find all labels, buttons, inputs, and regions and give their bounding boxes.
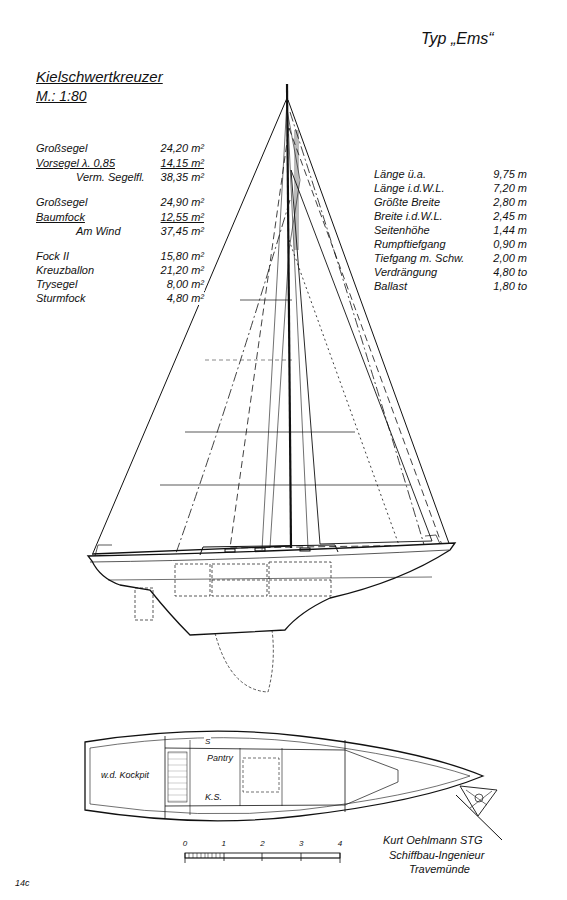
room-label: Pantry — [206, 753, 234, 763]
dimension-value: 2,45 m — [492, 210, 528, 223]
sail-name: Am Wind — [75, 225, 122, 238]
sail-area: 4,80 m² — [166, 292, 205, 305]
dimension-name: Länge i.d.W.L. — [373, 182, 446, 195]
type-name: Typ „Ems“ — [420, 30, 495, 48]
sail-name: Trysegel — [35, 278, 78, 291]
sail-name: Verm. Segelfl. — [75, 171, 146, 184]
dimension-value: 7,20 m — [492, 182, 528, 195]
dimension-name: Tiefgang m. Schw. — [373, 252, 465, 265]
dimension-value: 4,80 to — [492, 266, 528, 279]
scale-number: 1 — [221, 839, 227, 848]
sail-name: Vorsegel λ. 0,85 — [35, 157, 116, 170]
dimension-name: Länge ü.a. — [373, 168, 427, 181]
sail-area: 14,15 m² — [160, 157, 205, 170]
scale-number: 4 — [337, 839, 343, 848]
scale-number: 0 — [182, 839, 188, 848]
dimension-name: Rumpftiefgang — [373, 238, 447, 251]
room-label: K.S. — [204, 792, 223, 802]
drawing-title: Kielschwertkreuzer — [35, 68, 164, 85]
sail-name: Kreuzballon — [35, 264, 95, 277]
dimension-value: 2,80 m — [492, 196, 528, 209]
sail-name: Fock II — [35, 250, 70, 263]
sail-name: Baumfock — [35, 211, 86, 224]
room-label: S — [204, 737, 211, 746]
sail-area: 15,80 m² — [160, 250, 205, 263]
sheet-number: 14c — [14, 878, 31, 888]
dimension-value: 1,44 m — [492, 224, 528, 237]
sail-name: Großsegel — [35, 142, 88, 155]
scale-note: M.: 1:80 — [35, 88, 88, 104]
sail-area: 12,55 m² — [160, 211, 205, 224]
scale-number: 2 — [259, 839, 265, 848]
sail-name: Sturmfock — [35, 292, 87, 305]
dimension-name: Breite i.d.W.L. — [373, 210, 444, 223]
signature: Travemünde — [408, 863, 471, 876]
sail-area: 37,45 m² — [160, 225, 205, 238]
dimension-value: 0,90 m — [492, 238, 528, 251]
sail-area: 24,90 m² — [160, 196, 205, 209]
sail-name: Großsegel — [35, 196, 88, 209]
dimension-value: 9,75 m — [492, 168, 528, 181]
dimension-value: 1,80 to — [492, 280, 528, 293]
dimension-value: 2,00 m — [492, 252, 528, 265]
scale-number: 3 — [298, 839, 304, 848]
sail-area: 38,35 m² — [160, 171, 205, 184]
sail-area: 24,20 m² — [160, 142, 205, 155]
dimension-name: Verdrängung — [373, 266, 438, 279]
room-label: w.d. Kockpit — [100, 770, 150, 780]
dimension-name: Größte Breite — [373, 196, 441, 209]
sail-area: 21,20 m² — [160, 264, 205, 277]
dimension-name: Seitenhöhe — [373, 224, 431, 237]
sail-area: 8,00 m² — [166, 278, 205, 291]
dimension-name: Ballast — [373, 280, 408, 293]
signature: Schiffbau-Ingenieur — [388, 849, 485, 862]
signature: Kurt Oehlmann STG — [382, 834, 484, 847]
